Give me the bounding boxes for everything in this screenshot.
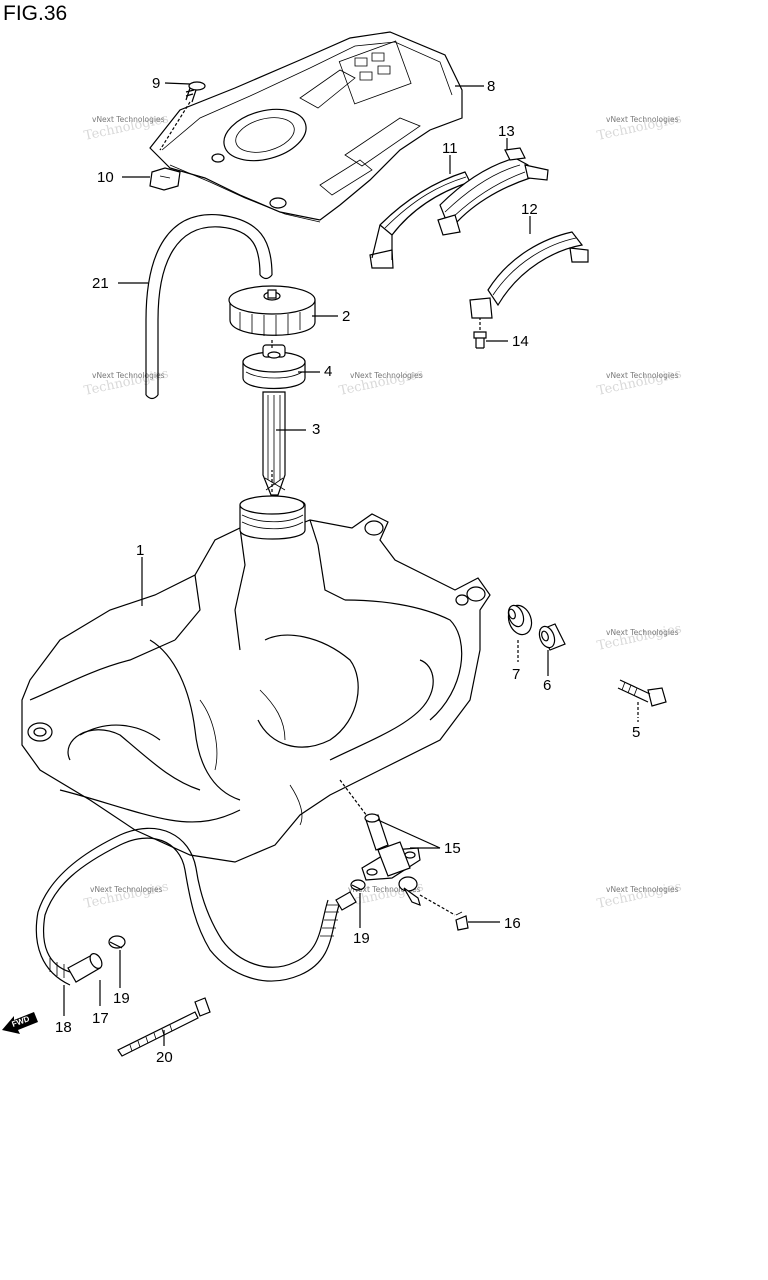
bolt-part-5: [617, 679, 667, 718]
svg-text:vNext Technologies: vNext Technologies: [92, 115, 165, 124]
hose-clamp-part-19: [350, 879, 366, 891]
part-label-10: 10: [97, 169, 114, 186]
watermark: Technologies vNext Technologies: [596, 366, 683, 399]
collar-part-6: [538, 623, 566, 651]
part-label-8: 8: [487, 78, 495, 95]
breather-hose-part-21: [145, 214, 273, 400]
part-label-16: 16: [504, 915, 521, 932]
cap-gasket-part-4: [242, 340, 306, 390]
figure-title: FIG.36: [3, 2, 68, 25]
part-label-19a: 19: [113, 990, 130, 1007]
part-label-9: 9: [152, 75, 160, 92]
part-label-14: 14: [512, 333, 529, 350]
tank-cover-part-8: [149, 31, 463, 223]
part-labels: 1 2 3 4 5 6 7 8 9 10 11 12 13 14 15 16 1…: [55, 75, 640, 1066]
hose-joint-part-17: [67, 953, 103, 983]
svg-text:vNext Technologies: vNext Technologies: [350, 371, 423, 380]
leader-lines: [63, 82, 639, 1046]
fuel-cap-part-2: [228, 285, 316, 336]
part-label-21: 21: [92, 275, 109, 292]
grommet-part-7: [507, 604, 533, 662]
hose-clamp-part-19: [108, 935, 126, 949]
fuel-valve-part-15: [361, 813, 441, 906]
part-label-20: 20: [156, 1049, 173, 1066]
part-label-15: 15: [444, 840, 461, 857]
screw-part-16: [419, 894, 469, 931]
part-label-3: 3: [312, 421, 320, 438]
watermark: Technologies vNext Technologies: [596, 879, 683, 912]
fuel-filter-part-3: [262, 391, 286, 496]
part-label-2: 2: [342, 308, 350, 325]
part-label-7: 7: [512, 666, 520, 683]
screw-part-9: [159, 81, 206, 151]
part-label-11: 11: [442, 140, 458, 157]
watermark: Technologies vNext Technologies: [83, 879, 170, 912]
bracket-part-11: [369, 171, 471, 269]
svg-text:vNext Technologies: vNext Technologies: [606, 371, 679, 380]
part-label-6: 6: [543, 677, 551, 694]
watermark: Technologies vNext Technologies: [596, 621, 683, 654]
forward-arrow: FWD: [2, 1012, 38, 1034]
fuel-tank-part-1: [21, 470, 491, 863]
bracket-part-12: [469, 231, 589, 319]
svg-text:vNext Technologies: vNext Technologies: [606, 115, 679, 124]
svg-text:vNext Technologies: vNext Technologies: [606, 885, 679, 894]
part-label-19b: 19: [353, 930, 370, 947]
svg-text:vNext Technologies: vNext Technologies: [606, 628, 679, 637]
part-label-12: 12: [521, 201, 538, 218]
clip-nut-part-10: [149, 167, 181, 191]
part-label-4: 4: [324, 363, 332, 380]
part-label-18: 18: [55, 1019, 72, 1036]
part-label-5: 5: [632, 724, 640, 741]
watermark: Technologies vNext Technologies: [596, 111, 683, 144]
part-label-1: 1: [136, 542, 144, 559]
fuel-hose-part-18: [35, 827, 357, 986]
part-label-17: 17: [92, 1010, 109, 1027]
svg-text:vNext Technologies: vNext Technologies: [92, 371, 165, 380]
svg-text:Technologies: Technologies: [596, 621, 683, 654]
watermark: Technologies vNext Technologies: [338, 366, 425, 399]
svg-text:vNext Technologies: vNext Technologies: [90, 885, 163, 894]
bracket-part-13: [437, 147, 549, 236]
part-label-13: 13: [498, 123, 515, 140]
watermark: Technologies vNext Technologies: [83, 366, 170, 399]
screw-part-14: [473, 318, 487, 349]
cable-tie-part-20: [117, 997, 211, 1057]
svg-text:vNext Technologies: vNext Technologies: [348, 885, 421, 894]
